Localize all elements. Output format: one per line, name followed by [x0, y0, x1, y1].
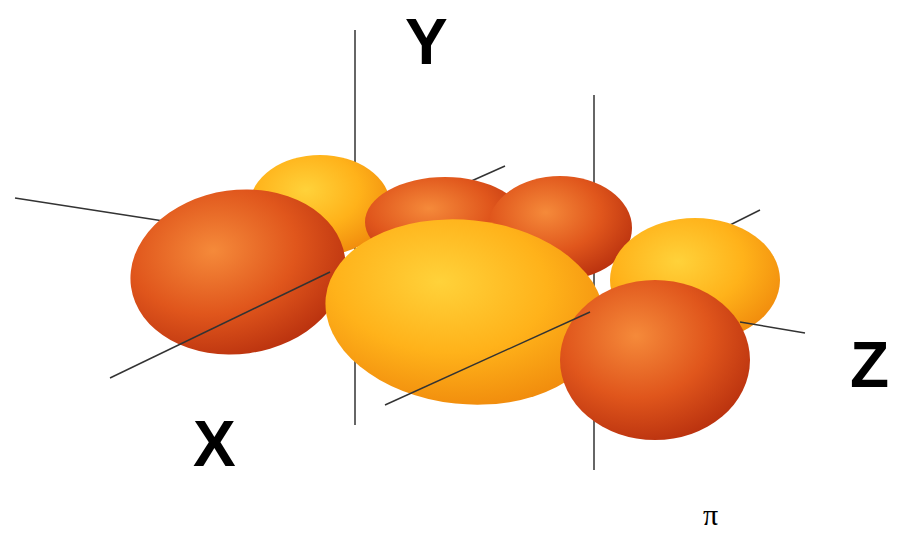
axis-label: Y [405, 10, 448, 74]
bond-symbol: π [703, 500, 718, 530]
axis-label: Z [850, 333, 889, 397]
axis-label: X [193, 412, 236, 476]
